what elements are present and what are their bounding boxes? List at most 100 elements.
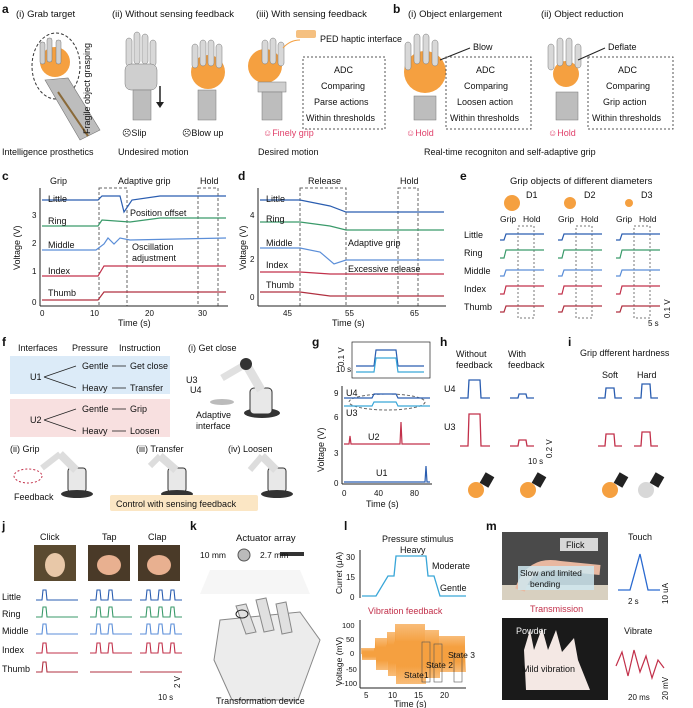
panel-d-label: d xyxy=(238,169,245,183)
robot-arm-icon xyxy=(147,452,193,498)
y-tick: -100 xyxy=(342,679,357,688)
x-tick: 20 xyxy=(145,309,154,318)
flow-step: Grip action xyxy=(603,97,647,107)
moderate-label: Moderate xyxy=(432,561,470,571)
panel-e: e Grip objects of different diameters D1… xyxy=(460,169,672,328)
without-label: Without xyxy=(456,349,487,359)
flow-step: ADC xyxy=(334,65,354,75)
panel-l-label: l xyxy=(344,519,347,533)
instruction-item: Loosen xyxy=(130,426,160,436)
y-axis-label: Voltage (V) xyxy=(12,225,22,270)
x-tick: 10 xyxy=(388,691,397,700)
diameter-trace xyxy=(500,233,544,241)
trace-label: Ring xyxy=(48,216,67,226)
scale-x: 2 s xyxy=(628,597,639,606)
diameter-trace xyxy=(616,305,660,313)
diameter-label: D3 xyxy=(641,190,653,200)
diameter-trace xyxy=(500,249,544,259)
caption-1: Intelligence prosthetics xyxy=(2,147,94,157)
position-offset-label: Position offset xyxy=(130,208,187,218)
panel-h-label: h xyxy=(440,335,447,349)
panel-b: b (i) Object enlargement (ii) Object red… xyxy=(393,2,674,157)
u3-label: U3 xyxy=(444,422,456,432)
robot-arm-icon xyxy=(40,451,93,498)
trace-label: U4 xyxy=(346,388,358,398)
osc-label: Oscillation xyxy=(132,242,174,252)
diameter-trace xyxy=(500,285,544,295)
gesture-head: Tap xyxy=(102,532,117,542)
flow-step: ADC xyxy=(476,65,496,75)
touch-label: Touch xyxy=(628,532,652,542)
trace-label: Thumb xyxy=(2,664,30,674)
flow-step: Comparing xyxy=(464,81,508,91)
hand-icon xyxy=(31,32,101,141)
panel-i-title: Grip dfferent hardness xyxy=(580,348,670,358)
instruction-item: Transfer xyxy=(130,383,163,393)
trace-label: U3 xyxy=(346,408,358,418)
panel-i: i Grip dfferent hardness Soft Hard xyxy=(568,335,670,498)
diameter-trace xyxy=(558,285,602,295)
blowup-label: ☹Blow up xyxy=(182,128,223,138)
scale-y: 0.2 V xyxy=(545,439,554,458)
deflate-label: Deflate xyxy=(608,42,637,52)
panel-j: j Click Tap Clap Little Ring Middle Inde… xyxy=(1,519,182,702)
panel-g: g 0.1 V 10 s U4 U3 U2 U1 Voltage (V) 0 3… xyxy=(312,335,432,509)
step-ii-label: (ii) Grip xyxy=(10,444,40,454)
y-tick: 4 xyxy=(250,211,255,220)
control-banner: Control with sensing feedback xyxy=(116,499,237,509)
step-iv-label: (iv) Loosen xyxy=(228,444,273,454)
instruction-item: Get close xyxy=(130,361,168,371)
panel-k-caption: Transformation device xyxy=(216,696,305,706)
x-tick: 30 xyxy=(198,309,207,318)
panel-m: m Flick Slow and limited bending Touch 2… xyxy=(486,519,670,702)
panel-a: a (i) Grab target (ii) Without sensing f… xyxy=(2,2,402,157)
y-tick: 15 xyxy=(346,573,355,582)
x-tick: 0 xyxy=(40,309,45,318)
trace-label: Index xyxy=(48,266,71,276)
blow-label: Blow xyxy=(473,42,493,52)
state-label: State1 xyxy=(404,670,429,680)
step-i-label: (i) Get close xyxy=(188,343,237,353)
panel-b-label: b xyxy=(393,2,400,16)
scale-y: 0.1 V xyxy=(663,299,672,318)
grip-label: Grip xyxy=(50,176,67,186)
release-label: Release xyxy=(308,176,341,186)
robot-arm-icon xyxy=(247,453,293,498)
hold-label: ☺Hold xyxy=(406,128,434,138)
gesture-trace xyxy=(90,642,132,654)
y-tick: 1 xyxy=(32,267,37,276)
diameter-trace xyxy=(616,269,660,277)
x-tick: 0 xyxy=(342,489,347,498)
trace-label: Index xyxy=(2,645,25,655)
hand-icon xyxy=(124,31,164,121)
dimension-label: 10 mm xyxy=(200,550,226,560)
vibration-feedback-label: Vibration feedback xyxy=(368,606,443,616)
mild-vibration-label: Mild vibration xyxy=(522,664,575,674)
panel-k-title: Actuator array xyxy=(236,533,296,544)
interfaces-label: Interfaces xyxy=(18,343,58,353)
hold-window xyxy=(575,225,593,319)
flow-box xyxy=(302,56,386,130)
panel-e-label: e xyxy=(460,169,467,183)
scale-x: 10 s xyxy=(336,365,351,374)
hold-label: Hold xyxy=(523,214,541,224)
trace-label: Little xyxy=(266,194,285,204)
flow-step: Comparing xyxy=(606,81,650,91)
y-axis-label: Voltage (mV) xyxy=(334,637,344,686)
gesture-trace xyxy=(140,589,182,601)
fragile-label: Fragile object grasping xyxy=(82,43,92,134)
diameter-trace xyxy=(558,269,602,277)
x-tick: 40 xyxy=(374,489,383,498)
y-axis-label: Voltage (V) xyxy=(238,225,248,270)
panel-a-title-ii: (ii) Without sensing feedback xyxy=(112,9,234,20)
u2-label: U2 xyxy=(30,415,42,425)
excessive-release-label: Excessive release xyxy=(348,264,421,274)
y-tick: 0 xyxy=(350,593,355,602)
gesture-trace xyxy=(90,606,132,618)
panel-e-title: Grip objects of different diameters xyxy=(510,176,653,187)
adaptive-label: Adaptive xyxy=(196,410,231,420)
u3-label: U3 xyxy=(186,375,198,385)
x-axis-label: Time (s) xyxy=(118,318,151,328)
transmission-label: Transmission xyxy=(530,604,583,614)
